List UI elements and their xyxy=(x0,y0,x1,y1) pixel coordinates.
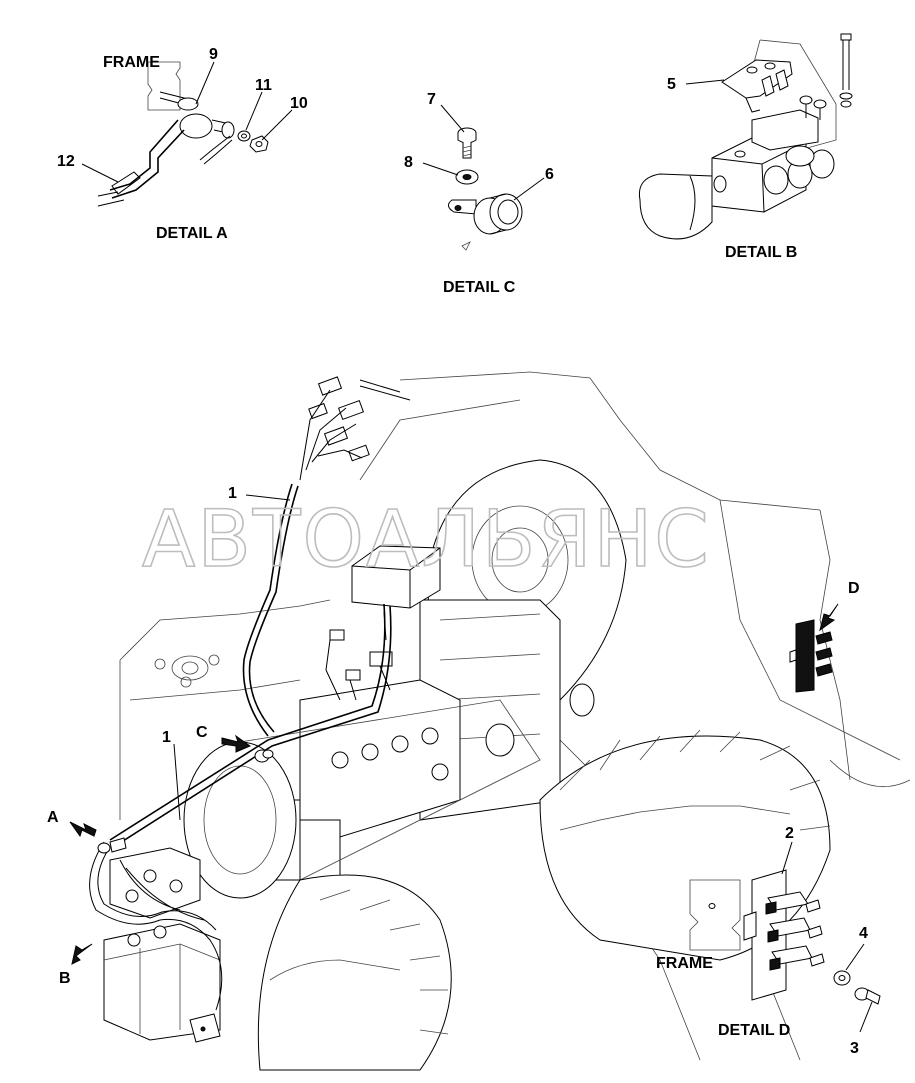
view-marker-c: C xyxy=(196,724,208,741)
detail-d-screw xyxy=(854,987,881,1005)
wire-harness xyxy=(89,483,392,1011)
caption-detail-c: DETAIL C xyxy=(443,279,516,296)
view-arrow-d xyxy=(819,603,839,632)
axle-housing xyxy=(183,699,541,899)
detail-a-clamp-location xyxy=(97,837,127,854)
callout-7: 7 xyxy=(427,91,436,108)
caption-detail-d: DETAIL D xyxy=(718,1022,790,1039)
detail-b-valve-location xyxy=(109,847,201,919)
callout-5: 5 xyxy=(667,76,676,93)
detail-b-bolt xyxy=(839,33,853,108)
main-assembly-view: 1 1 A B C D xyxy=(47,371,911,1071)
view-marker-b: B xyxy=(59,970,71,987)
detail-a-nut xyxy=(249,135,269,153)
callout-8: 8 xyxy=(404,154,413,171)
view-arrow-a xyxy=(69,821,97,838)
connector-cluster-mid xyxy=(325,611,393,701)
detail-b-valve-block xyxy=(711,95,835,213)
callout-4: 4 xyxy=(859,925,868,942)
caption-detail-b: DETAIL B xyxy=(725,244,797,261)
callout-12: 12 xyxy=(57,153,75,170)
view-marker-a: A xyxy=(47,809,59,826)
detail-b: 5 DETAIL B xyxy=(638,33,853,261)
connector-cluster-top xyxy=(299,376,411,481)
detail-a: FRAME 9 11 10 12 DETAIL A xyxy=(57,46,308,242)
callout-11: 11 xyxy=(255,77,272,94)
detail-c-grommet-location xyxy=(254,749,274,763)
callout-2: 2 xyxy=(785,825,794,842)
pump-assembly xyxy=(103,923,221,1043)
detail-d-relay-plate xyxy=(743,869,825,1001)
control-module xyxy=(351,545,441,609)
callout-6: 6 xyxy=(545,166,554,183)
view-marker-d: D xyxy=(848,580,860,597)
detail-b-accumulator xyxy=(638,173,727,240)
callout-10: 10 xyxy=(290,95,308,112)
callout-1-upper: 1 xyxy=(228,485,237,502)
detail-a-clamp-assembly xyxy=(109,91,235,199)
detail-c-grommet xyxy=(448,193,523,251)
callout-1-lower: 1 xyxy=(162,729,171,746)
detail-b-bracket xyxy=(721,59,793,113)
view-arrow-b xyxy=(71,943,93,965)
tire-front-left xyxy=(257,874,452,1071)
detail-c-bolt xyxy=(457,127,477,159)
detail-a-tie-strap xyxy=(97,171,141,207)
transmission-housing xyxy=(419,459,627,821)
detail-a-frame-plate xyxy=(147,61,181,111)
detail-c-washer xyxy=(455,169,479,185)
callout-9: 9 xyxy=(209,46,218,63)
detail-d-washer xyxy=(833,970,851,986)
callout-3: 3 xyxy=(850,1040,859,1057)
frame-label-detail-d: FRAME xyxy=(656,955,713,972)
watermark: АВТОАЛЬЯНС xyxy=(142,495,711,585)
detail-d: FRAME 2 4 3 DETAIL D xyxy=(656,825,881,1057)
detail-d-frame-plate xyxy=(689,879,741,951)
frame-label-detail-a: FRAME xyxy=(103,54,160,71)
caption-detail-a: DETAIL A xyxy=(156,225,228,242)
detail-c: 7 8 6 DETAIL C xyxy=(404,91,554,296)
detail-a-washer xyxy=(237,130,251,142)
view-arrow-c xyxy=(221,734,252,753)
relay-plate-location xyxy=(789,619,833,693)
